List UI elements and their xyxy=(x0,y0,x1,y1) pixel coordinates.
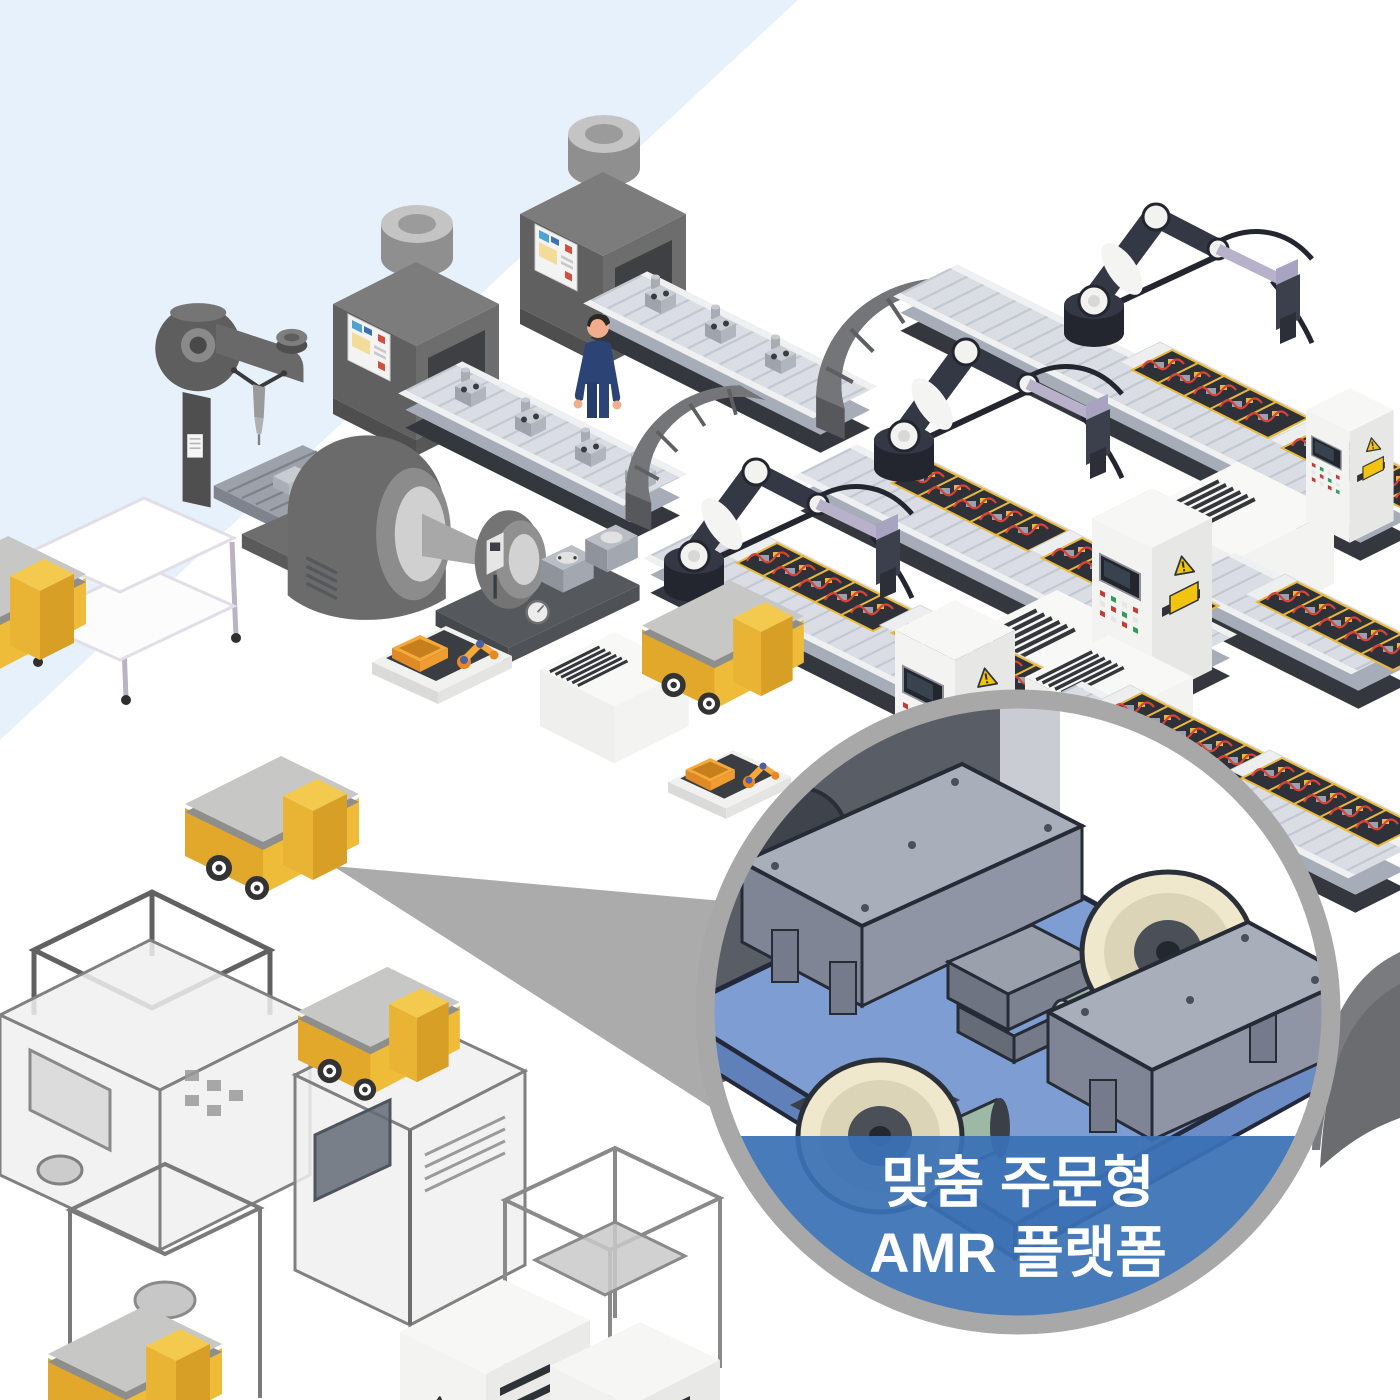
roller-conveyor xyxy=(398,361,688,541)
gearbox-block xyxy=(1043,919,1331,1143)
lathe-machine xyxy=(287,435,640,664)
callout-label-line1: 맞춤 주문형 xyxy=(881,1151,1154,1214)
factory-worker xyxy=(573,314,622,418)
pressure-gauge xyxy=(525,599,550,625)
tailstock-block xyxy=(541,545,594,593)
roller-conveyor xyxy=(583,271,878,453)
gearbox-block xyxy=(737,761,1087,1015)
amr-detail-callout: 맞춤 주문형 AMR 플랫폼 xyxy=(695,689,1341,1335)
utility-cart xyxy=(26,496,241,705)
callout-label-line2: AMR 플랫폼 xyxy=(869,1221,1167,1284)
battery-stack xyxy=(944,923,1096,1065)
electrical-cabinet xyxy=(400,1280,720,1400)
control-cabinet xyxy=(1306,388,1394,543)
callout-ring xyxy=(695,689,1341,1335)
cad-wireframe-machine xyxy=(0,889,725,1400)
